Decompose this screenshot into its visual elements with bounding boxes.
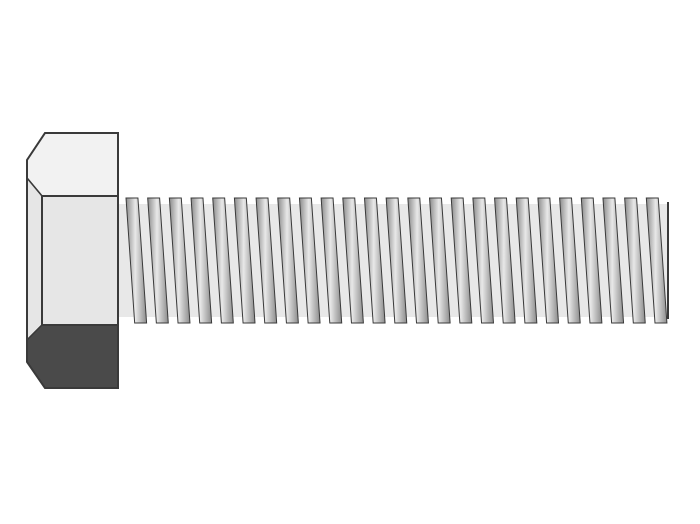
thread-crest: [342, 197, 364, 324]
thread-crest: [580, 197, 603, 324]
head-outline: [26, 132, 119, 389]
thread-crest: [645, 197, 668, 324]
thread-crest: [233, 197, 256, 324]
thread-crest: [190, 197, 213, 324]
thread-crest: [147, 197, 169, 324]
thread-crest: [277, 197, 299, 324]
head-middle-face: [26, 175, 119, 342]
thread-crest: [407, 197, 429, 324]
thread-crest: [212, 197, 234, 324]
thread-crest: [298, 197, 321, 324]
thread-crest: [472, 197, 495, 324]
thread-crest: [385, 197, 408, 324]
thread-crest: [125, 197, 148, 324]
thread-crest: [494, 197, 516, 324]
bolt-head: [26, 132, 119, 389]
thread-crest: [450, 197, 473, 324]
thread-crest: [168, 197, 191, 324]
thread-crest: [624, 197, 646, 324]
thread-crest: [515, 197, 538, 324]
head-bottom-face: [26, 324, 119, 389]
head-top-face: [26, 132, 119, 197]
thread-crest: [428, 197, 451, 324]
thread-crest: [320, 197, 343, 324]
thread-crest: [559, 197, 581, 324]
thread-crest: [255, 197, 278, 324]
thread-crest: [602, 197, 625, 324]
bolt-shank: [118, 197, 669, 324]
thread-crest: [363, 197, 386, 324]
thread-crest: [537, 197, 560, 324]
